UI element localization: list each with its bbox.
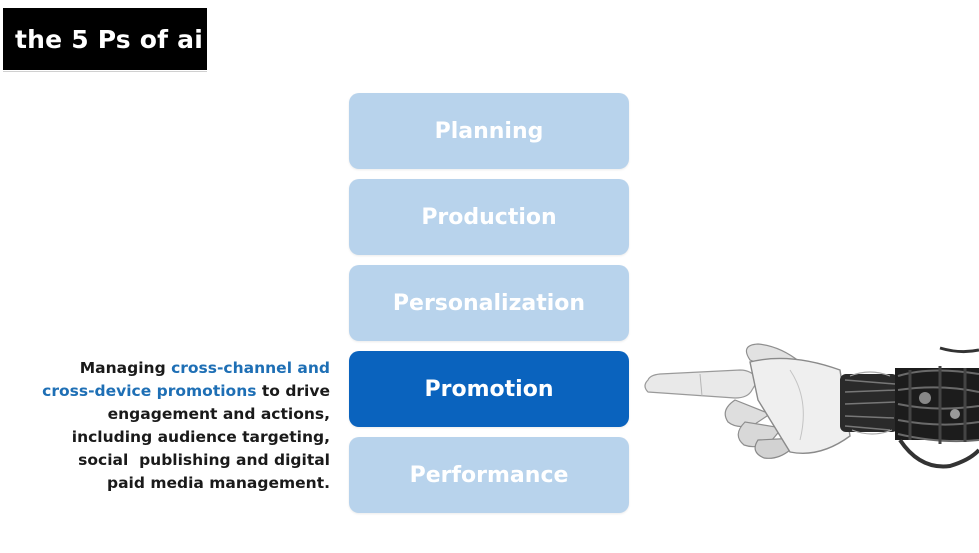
step-performance: Performance	[349, 437, 629, 513]
step-label: Promotion	[424, 376, 554, 402]
desc-line: engagement and actions,	[107, 405, 330, 423]
desc-line: cross-device promotions to drive	[10, 380, 330, 403]
step-planning: Planning	[349, 93, 629, 169]
slide-title-text: the 5 Ps of ai	[15, 24, 203, 54]
desc-line: including audience targeting,	[71, 428, 330, 446]
desc-text: Managing	[79, 359, 172, 377]
step-production: Production	[349, 179, 629, 255]
desc-line: paid media management.	[107, 474, 330, 492]
desc-highlight: cross-device promotions	[42, 382, 257, 400]
desc-highlight: cross-channel and	[171, 359, 330, 377]
desc-line: social publishing and digital	[78, 451, 330, 469]
desc-line: Managing cross-channel and	[10, 357, 330, 380]
step-promotion: Promotion	[349, 351, 629, 427]
step-label: Planning	[434, 118, 544, 144]
promotion-description: Managing cross-channel and cross-device …	[10, 357, 330, 495]
step-label: Production	[421, 204, 557, 230]
title-underline	[3, 71, 207, 72]
step-label: Personalization	[392, 290, 586, 316]
step-personalization: Personalization	[349, 265, 629, 341]
step-label: Performance	[409, 462, 569, 488]
robot-hand-image	[644, 343, 979, 469]
desc-text: to drive	[256, 382, 330, 400]
slide-title: the 5 Ps of ai	[3, 8, 207, 70]
